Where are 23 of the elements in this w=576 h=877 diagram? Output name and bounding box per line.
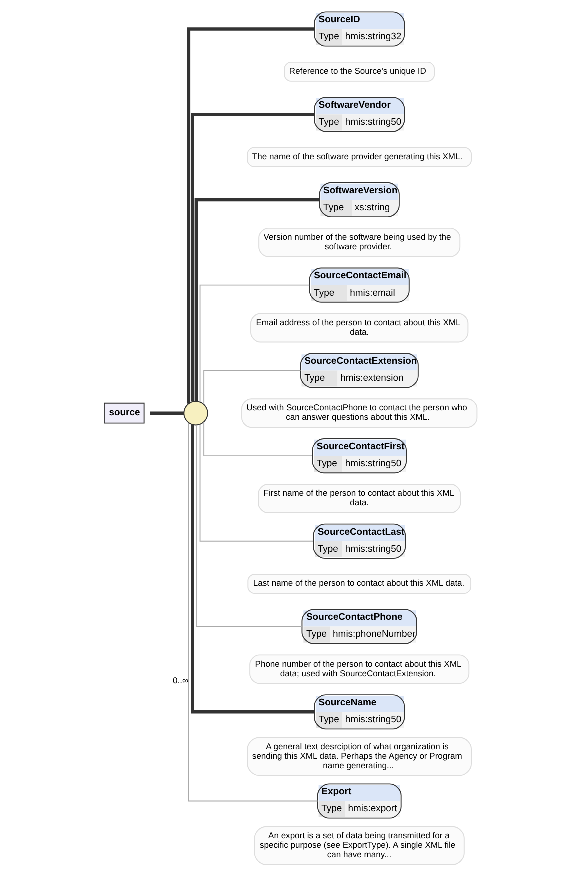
connector	[188, 422, 318, 802]
node-label: The name of the software provider generating this XML.	[252, 151, 463, 162]
connector	[196, 424, 303, 628]
node-label: Used with SourceContactPhone to contact the person who can answer questions about this XML.	[246, 402, 468, 422]
edge-label: 0..∞	[173, 675, 189, 686]
node-label: First name of the person to contact about this XML data.	[264, 488, 455, 508]
connector	[204, 370, 302, 405]
node-label: Reference to the Source's unique ID	[289, 66, 426, 76]
connector	[204, 422, 313, 457]
connector	[150, 412, 184, 416]
node-label: Phone number of the person to contact about this XML data; used with SourceContactExtension.	[255, 658, 462, 678]
connector	[191, 112, 314, 402]
connector	[200, 284, 310, 402]
connector	[187, 28, 314, 404]
node-label: Version number of the software being used by the software provider.	[264, 232, 452, 252]
node-label: A general text desrciption of what organization is sending this XML data. Perhaps the Agency or Program name generating...	[252, 741, 462, 770]
connector	[200, 424, 314, 542]
connector	[194, 198, 320, 402]
node-label: Last name of the person to contact about this XML data.	[253, 578, 465, 588]
node-circle	[184, 401, 208, 426]
connector	[191, 425, 314, 714]
node-label: An export is a set of data being transmitted for a specific purpose (see ExportType). A single XML file can have many...	[260, 830, 456, 860]
node-label: Email address of the person to contact about this XML data.	[256, 317, 461, 337]
